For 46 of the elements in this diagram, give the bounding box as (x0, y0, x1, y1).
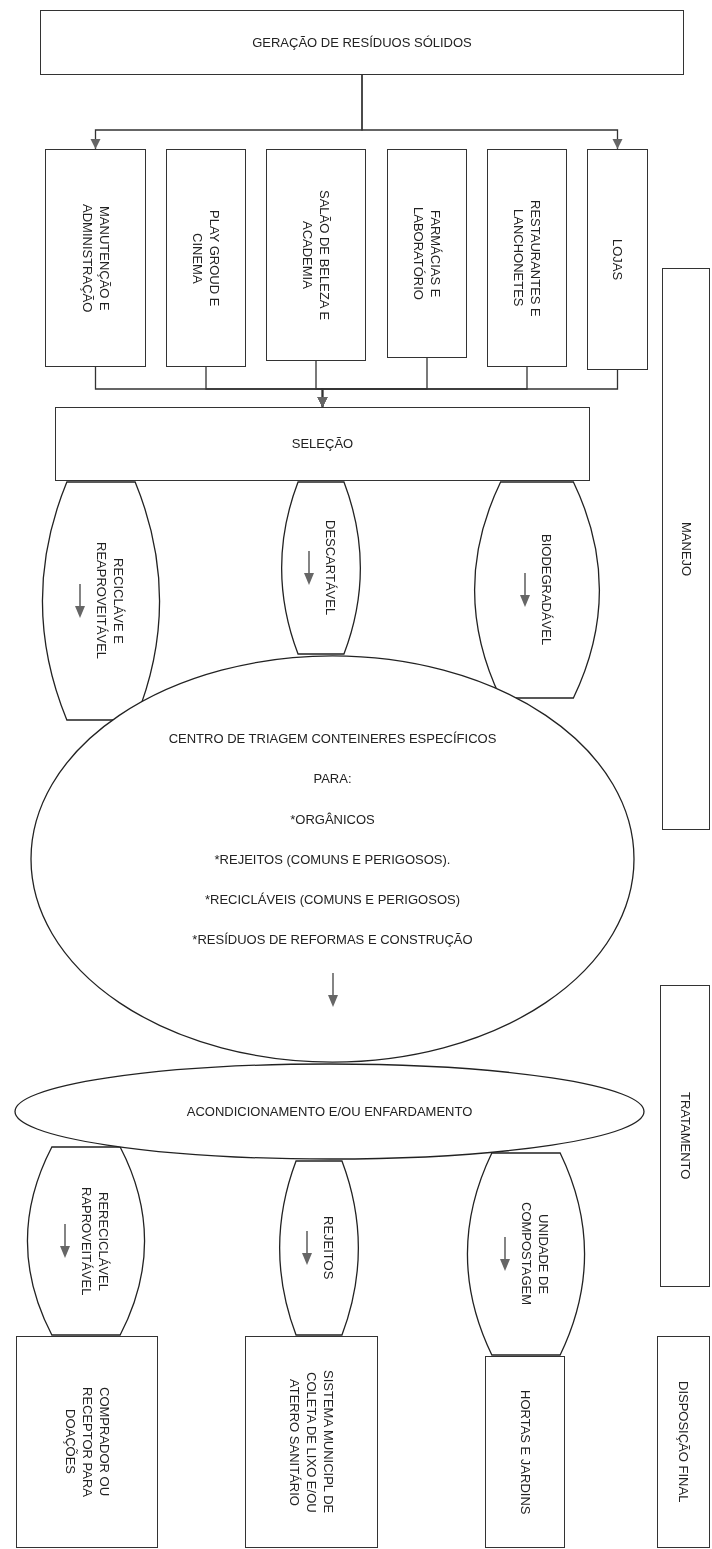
destination-box (485, 1356, 565, 1548)
node-label: DISPOSIÇÃO FINAL (675, 1381, 692, 1503)
node-label: SELEÇÃO (291, 435, 354, 453)
source-box (166, 149, 246, 367)
node-label: SISTEMA MUNICIPL DE COLETA DE LIXO E/OU ATERRO SANITÁRIO (286, 1369, 337, 1516)
node-label: *ORGÂNICOS (290, 811, 375, 829)
node-label: MANEJO (677, 521, 695, 577)
node-label: BIODEGRADÁVEL (537, 534, 555, 646)
node-label: CENTRO DE TRIAGEM CONTEINERES ESPECÍFICOS PARA: (167, 730, 498, 788)
node-label: ACONDICIONAMENTO E/OU ENFARDAMENTO (186, 1102, 473, 1121)
node-label: MANUTENÇÃO E ADMINISTRAÇÃO (78, 202, 113, 315)
process-box (40, 10, 684, 75)
node-label: *RESÍDUOS DE REFORMAS E CONSTRUÇÃO (192, 931, 473, 949)
node-label: *REJEITOS (COMUNS E PERIGOSOS). (214, 851, 451, 869)
node-label: *RECICLÁVEIS (COMUNS E PERIGOSOS) (205, 891, 460, 909)
node-label: REJEITOS (319, 1216, 337, 1280)
node-label: COMPRADOR OU RECEPTOR PARA DOAÇÕES (61, 1385, 113, 1499)
category-lens (280, 481, 362, 655)
stage-box (660, 985, 710, 1287)
node-label: SALÃO DE BELEZA E ACADEMIA (299, 188, 333, 323)
node-label: GERAÇÃO DE RESÍDUOS SÓLIDOS (252, 33, 472, 52)
arrow (361, 74, 623, 150)
node-label: RERECICLÁVEL RAPROVEITÁVEL (78, 1185, 112, 1298)
node-label: TRATAMENTO (676, 1092, 694, 1180)
node-label: RECICLÁVE E REAPROVEITÁVEL (93, 541, 127, 662)
category-lens (278, 1160, 360, 1336)
category-lens (25, 1146, 147, 1336)
node-label: DESCARTÁVEL (321, 520, 339, 616)
category-lens (40, 481, 162, 721)
node-label: PLAY GROUD E CINEMA (189, 208, 223, 309)
node-label: UNIDADE DE COMPOSTAGEM (518, 1201, 552, 1308)
node-label: FARMÁCIAS E LABORATÓRIO (410, 206, 444, 302)
source-box (266, 149, 366, 361)
category-lens (472, 481, 602, 699)
source-box (487, 149, 567, 367)
arrow (317, 369, 619, 408)
node-label: HORTAS E JARDINS (516, 1389, 534, 1515)
source-box (45, 149, 146, 367)
stage-box (657, 1336, 710, 1548)
node-label: RESTAURANTES E LANCHONETES (510, 198, 544, 319)
source-box (387, 149, 467, 358)
source-box (587, 149, 648, 370)
stage-box (662, 268, 710, 830)
category-lens (465, 1152, 587, 1356)
node-label: LOJAS (609, 238, 626, 281)
destination-box (16, 1336, 158, 1548)
